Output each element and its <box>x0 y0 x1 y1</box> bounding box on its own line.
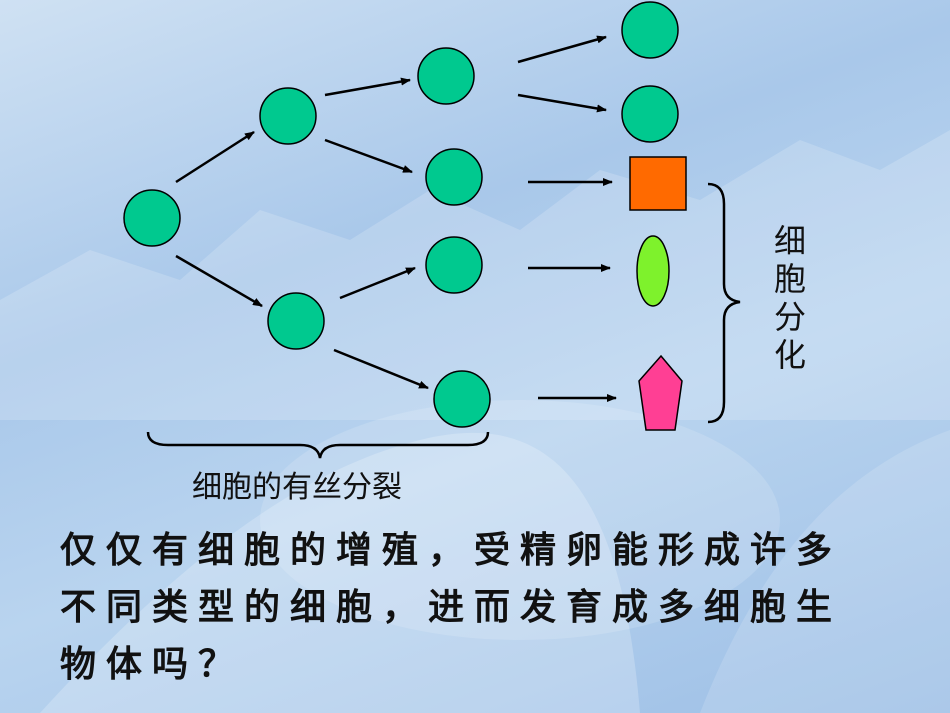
arrow-upper-to-b <box>324 138 413 174</box>
arrow-upper-to-a <box>324 77 411 97</box>
wall-path-right <box>700 430 950 713</box>
cell-gen2-d <box>433 370 491 428</box>
arrow-a-to-top1 <box>517 35 607 64</box>
cell-gen1-lower <box>267 292 325 350</box>
differentiated-cell-ellipse <box>636 235 670 307</box>
zygote-cell <box>123 189 181 247</box>
arrow-lower-to-c <box>339 266 416 300</box>
wall-path <box>40 432 640 713</box>
cell-gen2-a <box>417 47 475 105</box>
cell-gen1-upper <box>259 87 317 145</box>
cell-gen3-top1 <box>621 1 679 59</box>
cloud-glow <box>260 400 780 640</box>
arrow-lower-to-d <box>333 348 429 390</box>
arrow-zygote-to-upper <box>175 130 255 184</box>
cell-gen2-b <box>425 148 483 206</box>
differentiation-label: 细胞分化 <box>773 222 806 374</box>
question-text: 仅仅有细胞的增殖，受精卵能形成许多不同类型的细胞，进而发育成多细胞生物体吗？ <box>60 529 843 685</box>
mitosis-label: 细胞的有丝分裂 <box>192 470 402 505</box>
differentiated-cell-square <box>629 156 687 211</box>
arrow-zygote-to-lower <box>175 254 263 308</box>
mitosis-brace <box>146 431 490 459</box>
arrow-a-to-top2 <box>517 93 607 113</box>
differentiation-brace <box>707 182 741 424</box>
differentiated-cell-pentagon <box>638 354 683 431</box>
cell-gen2-c <box>425 236 483 294</box>
cell-gen3-top2 <box>621 85 679 143</box>
